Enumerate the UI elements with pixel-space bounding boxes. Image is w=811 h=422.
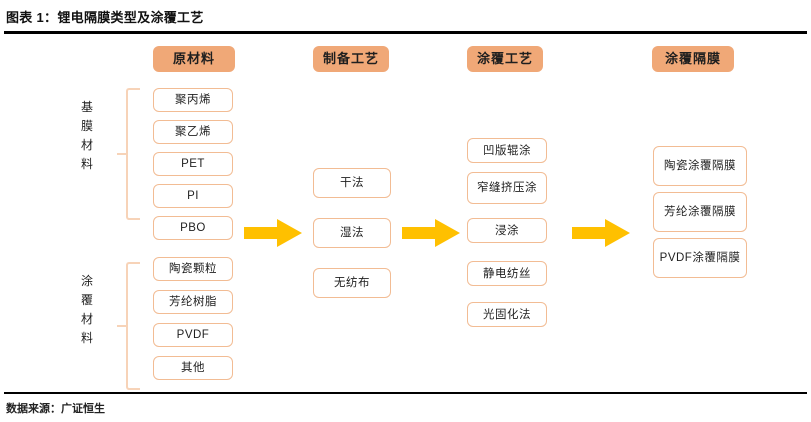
column-header-raw-materials: 原材料 bbox=[153, 46, 235, 72]
bracket-tick-base-film-materials bbox=[117, 153, 126, 155]
node-coating-process[interactable]: 凹版辊涂 bbox=[467, 138, 547, 163]
column-header-coating-process: 涂覆工艺 bbox=[467, 46, 543, 72]
node-coating-process[interactable]: 静电纺丝 bbox=[467, 261, 547, 286]
node-coated-separator[interactable]: 芳纶涂覆隔膜 bbox=[653, 192, 747, 232]
group-label-char: 涂 bbox=[80, 274, 93, 288]
arrow-right-icon bbox=[244, 219, 302, 247]
group-label-char: 覆 bbox=[80, 293, 93, 307]
footer-divider bbox=[4, 392, 807, 394]
group-label-char: 料 bbox=[80, 331, 93, 345]
node-raw-material[interactable]: PBO bbox=[153, 216, 233, 240]
bracket-coating-materials-tick bbox=[117, 325, 126, 327]
node-preparation-process[interactable]: 无纺布 bbox=[313, 268, 391, 298]
bracket-base-film-materials bbox=[126, 88, 140, 220]
node-coating-material[interactable]: 芳纶树脂 bbox=[153, 290, 233, 314]
node-coating-process[interactable]: 浸涂 bbox=[467, 218, 547, 243]
node-coating-material[interactable]: 其他 bbox=[153, 356, 233, 380]
node-raw-material[interactable]: PET bbox=[153, 152, 233, 176]
node-coated-separator[interactable]: 陶瓷涂覆隔膜 bbox=[653, 146, 747, 186]
bracket-coating-materials bbox=[126, 262, 140, 390]
group-label-coating-materials: 涂 覆 材 料 bbox=[78, 272, 96, 348]
node-raw-material[interactable]: 聚丙烯 bbox=[153, 88, 233, 112]
node-coating-material[interactable]: 陶瓷颗粒 bbox=[153, 257, 233, 281]
group-label-base-film-materials: 基 膜 材 料 bbox=[78, 98, 96, 174]
column-header-coated-separator: 涂覆隔膜 bbox=[652, 46, 734, 72]
node-coating-material[interactable]: PVDF bbox=[153, 323, 233, 347]
node-coated-separator[interactable]: PVDF涂覆隔膜 bbox=[653, 238, 747, 278]
node-preparation-process[interactable]: 湿法 bbox=[313, 218, 391, 248]
arrow-right-icon bbox=[402, 219, 460, 247]
node-raw-material[interactable]: 聚乙烯 bbox=[153, 120, 233, 144]
group-label-char: 膜 bbox=[80, 119, 93, 133]
group-label-char: 材 bbox=[80, 312, 93, 326]
node-raw-material[interactable]: PI bbox=[153, 184, 233, 208]
group-label-char: 料 bbox=[80, 157, 93, 171]
node-preparation-process[interactable]: 干法 bbox=[313, 168, 391, 198]
node-coating-process[interactable]: 窄缝挤压涂 bbox=[467, 172, 547, 204]
flow-diagram: 原材料 制备工艺 涂覆工艺 涂覆隔膜 基 膜 材 料 涂 覆 材 料 聚丙烯 聚… bbox=[0, 34, 811, 390]
group-label-char: 材 bbox=[80, 138, 93, 152]
group-label-char: 基 bbox=[80, 100, 93, 114]
column-header-preparation-process: 制备工艺 bbox=[313, 46, 389, 72]
source-note: 数据来源：广证恒生 bbox=[6, 403, 105, 415]
title-divider bbox=[4, 31, 807, 34]
page-title: 图表 1：锂电隔膜类型及涂覆工艺 bbox=[6, 10, 204, 25]
arrow-right-icon bbox=[572, 219, 630, 247]
node-coating-process[interactable]: 光固化法 bbox=[467, 302, 547, 327]
